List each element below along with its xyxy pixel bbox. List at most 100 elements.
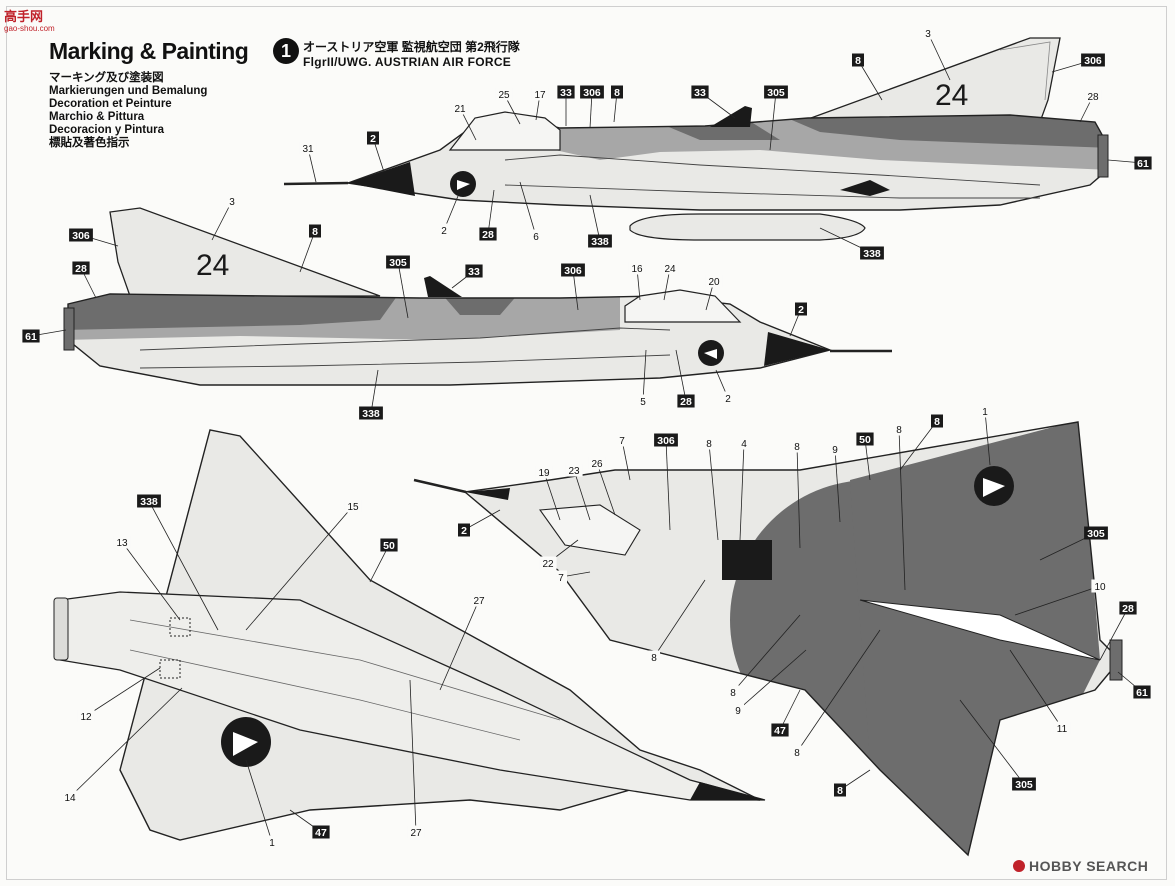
- callout-label: 31: [302, 144, 314, 155]
- callout-f20: 8: [648, 579, 706, 664]
- site-watermark-url: gao-shou.com: [4, 24, 55, 33]
- callout-label: 16: [631, 264, 643, 275]
- callout-box: [795, 302, 807, 316]
- callout-d10: 24: [661, 261, 679, 301]
- callout-c03: 8: [852, 53, 883, 101]
- callout-bg: [470, 593, 488, 607]
- callout-label: 306: [657, 435, 675, 447]
- callout-label: 8: [651, 653, 657, 664]
- callout-c02: 306: [1051, 53, 1105, 73]
- callout-label: 33: [694, 87, 706, 99]
- callout-f11: 19: [535, 465, 561, 521]
- callout-box: [380, 538, 398, 552]
- callout-label: 8: [855, 55, 861, 67]
- callout-c01: 3: [922, 26, 951, 81]
- callout-f05: 8: [791, 439, 803, 549]
- callout-label: 338: [140, 496, 158, 508]
- callout-d15: 28: [675, 349, 695, 408]
- callout-bg: [648, 650, 660, 664]
- leader-line: [596, 462, 616, 516]
- callout-bg: [61, 790, 79, 804]
- callout-bg: [531, 87, 549, 101]
- callout-box: [860, 246, 884, 260]
- callout-label: 25: [498, 90, 510, 101]
- leader-line: [769, 91, 777, 151]
- callout-f22: 9: [732, 649, 807, 717]
- callout-bg: [829, 442, 841, 456]
- side-view-right: 24: [283, 37, 1109, 241]
- callout-f26: 61: [1117, 671, 1151, 699]
- callout-f14: 2: [458, 509, 501, 537]
- callout-bg: [407, 825, 425, 839]
- callout-bg: [299, 141, 317, 155]
- callout-label: 17: [534, 90, 546, 101]
- tail-number: 24: [935, 79, 968, 112]
- callout-label: 3: [229, 197, 235, 208]
- callout-e07: 14: [61, 687, 183, 804]
- callout-c17: 2: [367, 131, 385, 173]
- callout-e06: 12: [77, 667, 161, 723]
- callout-box: [1134, 156, 1152, 170]
- callout-box: [677, 394, 695, 408]
- callout-label: 305: [389, 257, 407, 269]
- leader-line: [245, 759, 273, 843]
- leader-line: [927, 32, 951, 81]
- callout-f10: 1: [979, 404, 991, 466]
- callout-label: 2: [370, 133, 376, 145]
- callout-c05: 61: [1107, 156, 1152, 170]
- callout-f15: 22: [539, 539, 579, 570]
- callout-bg: [438, 223, 450, 237]
- callout-box: [458, 523, 470, 537]
- callout-label: 338: [863, 248, 881, 260]
- callout-bg: [732, 703, 744, 717]
- callout-bg: [344, 499, 362, 513]
- leader-line: [121, 541, 181, 621]
- callout-label: 305: [1087, 528, 1105, 540]
- callout-d03: 8: [299, 224, 321, 273]
- callout-label: 61: [1137, 158, 1149, 170]
- callout-label: 2: [461, 525, 467, 537]
- title-jp: マーキング及び塗装図: [49, 72, 164, 84]
- tail-number-left: 24: [196, 249, 229, 282]
- leader-line: [519, 181, 537, 237]
- callout-label: 8: [794, 748, 800, 759]
- tail-fin: [799, 37, 1061, 123]
- callout-c07: 305: [764, 85, 788, 151]
- callout-bg: [588, 456, 606, 470]
- hobby-search-watermark: HOBBY SEARCH: [1013, 858, 1148, 874]
- callout-label: 33: [560, 87, 572, 99]
- callout-bg: [495, 87, 513, 101]
- title-de: Markierungen und Bemalung: [49, 85, 208, 97]
- callout-box: [611, 85, 623, 99]
- callout-box: [834, 783, 846, 797]
- leader-line: [487, 189, 495, 235]
- title-cn: 標貼及著色指示: [49, 137, 130, 149]
- callout-bg: [791, 745, 803, 759]
- hobby-search-text: HOBBY SEARCH: [1029, 858, 1149, 874]
- leader-line: [796, 445, 801, 549]
- callout-bg: [922, 26, 934, 40]
- callout-e08: 47: [289, 809, 330, 839]
- callout-label: 9: [735, 706, 741, 717]
- callout-label: 15: [347, 502, 359, 513]
- callout-c10: 25: [495, 87, 521, 125]
- callout-f21: 8: [727, 614, 801, 699]
- callout-f18: 10: [1014, 579, 1109, 616]
- leader-line: [899, 420, 938, 471]
- callout-f16: 7: [555, 570, 591, 584]
- callout-d06: 305: [386, 255, 410, 319]
- callout-f06: 9: [829, 442, 841, 523]
- leader-line: [439, 599, 480, 691]
- bottom-view: [53, 429, 766, 841]
- callout-box: [386, 255, 410, 269]
- scheme-title-jp: オーストリア空軍 監視航空団 第2飛行隊: [303, 40, 520, 54]
- callout-label: 8: [614, 87, 620, 99]
- callout-f27: 8: [834, 769, 871, 797]
- callout-label: 2: [441, 226, 447, 237]
- callout-label: 306: [564, 265, 582, 277]
- leader-line: [397, 261, 409, 319]
- hobby-search-logo-icon: [1013, 860, 1025, 872]
- leader-line: [796, 629, 881, 753]
- callout-label: 19: [538, 468, 550, 479]
- callout-bg: [1091, 579, 1109, 593]
